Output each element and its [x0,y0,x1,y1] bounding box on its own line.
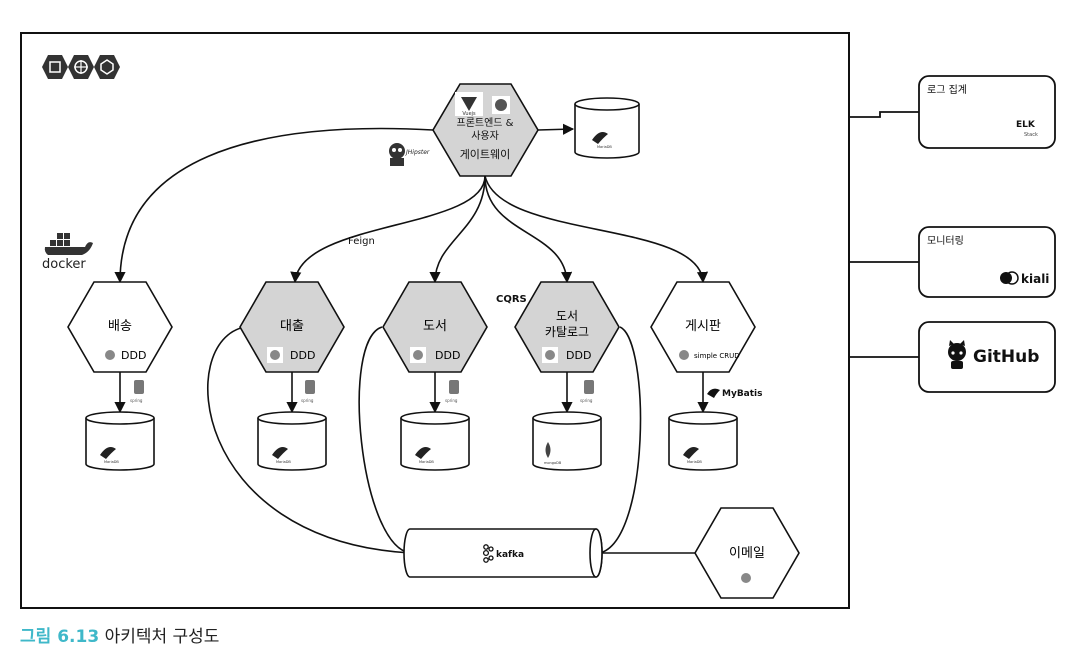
logging-panel[interactable]: 로그 집계 ELK Stack [918,75,1056,149]
mariadb-icon [100,447,116,459]
gateway-database: MariaDB [574,97,640,159]
github-label: GitHub [973,347,1039,367]
spring-boot-icon [679,350,689,360]
kafka-bus[interactable]: kafka [403,528,603,578]
catalog-database: mongoDB [532,411,602,471]
mybatis-logo: MyBatis [707,388,763,399]
spring-data-icon: spring [580,380,594,403]
spring-boot-icon [270,350,280,360]
board-tag: simple CRUD [694,352,740,360]
board-name: 게시판 [685,319,721,334]
email-name: 이메일 [729,546,765,561]
monitoring-panel[interactable]: 모니터링 kiali [918,226,1056,298]
elk-logo: ELK [1016,120,1036,130]
catalog-name-line1: 도서 [556,309,578,323]
email-service[interactable]: 이메일 [694,507,800,599]
svg-text:mongoDB: mongoDB [544,461,562,465]
github-panel[interactable]: GitHub [918,321,1056,393]
board-service[interactable]: 게시판 simple CRUD [650,281,756,373]
book-database: MariaDB [400,411,470,471]
rental-name: 대출 [280,319,304,334]
svg-text:MariaDB: MariaDB [104,460,119,464]
delivery-tag: DDD [121,349,146,362]
figure-title: 아키텍처 구성도 [104,627,220,647]
book-service[interactable]: 도서 DDD [382,281,488,373]
svg-text:MariaDB: MariaDB [276,460,291,464]
kiali-label: kiali [1021,272,1049,286]
gateway-node[interactable]: Vuejs 프론트엔드 & 사용자 게이트웨이 [432,83,539,177]
svg-text:MariaDB: MariaDB [419,460,434,464]
mariadb-icon [415,447,431,459]
service-connections [114,123,709,284]
gateway-line1: 프론트엔드 & [457,117,514,129]
vue-icon [461,97,477,111]
spring-boot-icon [105,350,115,360]
spring-data-icon: spring [445,380,459,403]
service-databases: MariaDB MariaDB MariaDB mongoDB MariaDB [85,411,738,471]
monitoring-title: 모니터링 [927,235,964,247]
catalog-name-line2: 카탈로그 [545,325,589,339]
delivery-service[interactable]: 배송 DDD [67,281,173,373]
rental-database: MariaDB [257,411,327,471]
rental-service[interactable]: 대출 DDD [239,281,345,373]
board-database: MariaDB [668,411,738,471]
docker-logo: docker [42,233,93,272]
elk-stack-label: Stack [1024,132,1038,138]
book-tag: DDD [435,349,460,362]
mongodb-icon [545,442,551,458]
mariadb-icon [272,447,288,459]
delivery-name: 배송 [108,319,132,334]
spring-boot-icon [495,99,507,111]
mariadb-icon [592,132,608,144]
kafka-label: kafka [496,550,524,560]
delivery-database: MariaDB [85,411,155,471]
spring-data-icon: spring [301,380,315,403]
jhipster-logo: JHipster [389,143,430,166]
db-connections [114,372,709,414]
github-octocat-icon [948,340,966,369]
catalog-tag: DDD [566,349,591,362]
spring-boot-icon [545,350,555,360]
kafka-icon [482,544,494,563]
kiali-icon [1000,271,1019,285]
svg-text:spring: spring [445,398,458,403]
spring-boot-icon [413,350,423,360]
mariadb-label: MariaDB [597,145,612,149]
spring-data-icons: spring spring spring spring [130,380,594,403]
book-name: 도서 [423,319,447,334]
istio-icon [94,55,120,79]
svg-text:MariaDB: MariaDB [687,460,702,464]
svg-text:spring: spring [301,398,314,403]
spring-data-icon: spring [130,380,144,403]
cqrs-label: CQRS [496,294,527,305]
jhipster-label: JHipster [405,149,430,156]
kafka-connections [207,326,697,554]
chip-icon [42,55,68,79]
svg-text:spring: spring [580,398,593,403]
feign-label: Feign [348,236,375,247]
spring-boot-icon [741,573,751,583]
mariadb-icon [683,447,699,459]
figure-number: 그림 6.13 [20,627,100,647]
gateway-line2: 사용자 [471,130,499,142]
catalog-service[interactable]: 도서 카탈로그 DDD [514,281,620,373]
cluster-frame [20,32,850,609]
vue-label: Vuejs [462,111,476,117]
rental-tag: DDD [290,349,315,362]
gateway-line3: 게이트웨이 [460,148,511,161]
docker-label: docker [42,257,86,272]
mybatis-label: MyBatis [722,389,763,399]
kubernetes-icons [42,55,120,79]
figure-caption: 그림 6.13 아키텍처 구성도 [20,622,219,647]
logging-title: 로그 집계 [927,84,967,96]
side-connectors [849,111,919,358]
svg-text:spring: spring [130,398,143,403]
